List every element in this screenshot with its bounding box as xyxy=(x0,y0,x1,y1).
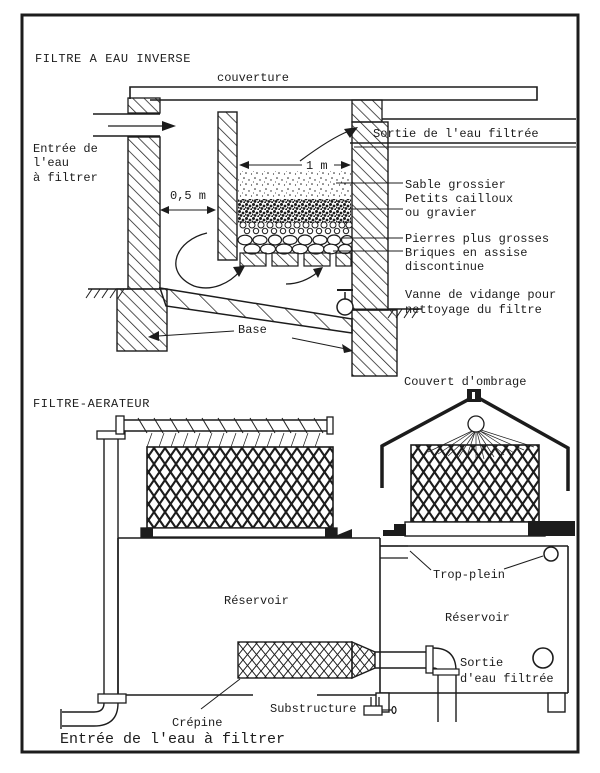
inner-wall xyxy=(217,111,238,261)
cover-label: couverture xyxy=(217,71,289,85)
sand-layer xyxy=(238,171,351,202)
base-slab xyxy=(158,287,353,334)
svg-text:Trop-plein: Trop-plein xyxy=(433,568,505,582)
spray-streams xyxy=(146,432,321,448)
tank-tap xyxy=(363,697,397,716)
ground-symbol-left xyxy=(85,288,128,299)
svg-text:d'eau filtrée: d'eau filtrée xyxy=(460,672,554,686)
circulation-arrows xyxy=(175,232,323,289)
svg-text:l'eau: l'eau xyxy=(33,156,69,170)
outlet-arrowhead xyxy=(344,127,358,138)
sprinkler xyxy=(427,415,535,460)
spray-pipe xyxy=(124,416,334,448)
spray-pipe-perforations xyxy=(137,417,324,434)
inverse-filter-diagram: FILTRE A EAU INVERSE couverture Entrée d… xyxy=(33,52,576,377)
svg-text:Vanne de vidange pour: Vanne de vidange pour xyxy=(405,288,556,302)
outlet-channel: Sortie de l'eau filtrée xyxy=(299,118,576,162)
overflow-label: Trop-plein xyxy=(409,550,544,582)
filter-media-left xyxy=(146,446,334,529)
svg-text:Pierres plus grosses: Pierres plus grosses xyxy=(405,232,549,246)
outer-wall-left xyxy=(127,136,161,290)
overflow-chute xyxy=(380,545,408,559)
outlet-label: Sortie de l'eau filtrée xyxy=(373,127,539,141)
svg-text:Base: Base xyxy=(238,323,267,337)
dimension-channel-width: 0,5 m xyxy=(160,189,216,214)
base-label: Base xyxy=(148,323,353,353)
small-stones-layer xyxy=(239,221,353,235)
chute-shadow xyxy=(330,529,352,538)
gravel-layer xyxy=(238,199,351,223)
strainer-label: Crépine xyxy=(172,678,241,730)
strainer xyxy=(237,640,376,680)
reservoir-right-label: Réservoir xyxy=(445,611,510,625)
inverse-filter-title: FILTRE A EAU INVERSE xyxy=(35,52,191,66)
svg-text:discontinue: discontinue xyxy=(405,260,484,274)
layer-labels: Sable grossier Petits cailloux ou gravie… xyxy=(333,178,556,317)
riser-pipe xyxy=(96,415,126,694)
media-support-plate-right xyxy=(383,521,575,537)
dimension-chamber-width: 1 m xyxy=(239,159,351,173)
svg-text:à filtrer: à filtrer xyxy=(33,171,98,185)
aerator-filter-diagram: FILTRE-AERATEUR xyxy=(33,375,575,748)
svg-text:Petits cailloux: Petits cailloux xyxy=(405,192,513,206)
svg-text:Crépine: Crépine xyxy=(172,716,222,730)
aerator-inlet-label: Entrée de l'eau à filtrer xyxy=(60,731,285,748)
cover-lid xyxy=(127,86,538,123)
outlet-pipe xyxy=(375,645,460,722)
shade-roof: Couvert d'ombrage xyxy=(380,375,570,491)
page-border xyxy=(20,13,580,754)
svg-text:ou gravier: ou gravier xyxy=(405,206,477,220)
filter-media-right xyxy=(410,444,540,523)
footing-right xyxy=(351,309,398,377)
brick-course xyxy=(239,252,352,267)
overflow-hole xyxy=(543,546,559,562)
wall-right xyxy=(351,121,389,311)
svg-text:1 m: 1 m xyxy=(306,159,328,173)
substructure-label: Substructure xyxy=(270,702,356,716)
aerator-title: FILTRE-AERATEUR xyxy=(33,397,150,411)
media-support-plate-left xyxy=(140,527,338,538)
filtered-outlet-label: Sortie d'eau filtrée xyxy=(460,656,554,686)
flow-arrowhead xyxy=(162,121,176,131)
svg-text:nettoyage du filtre: nettoyage du filtre xyxy=(405,303,542,317)
shade-cover-label: Couvert d'ombrage xyxy=(404,375,526,389)
reservoir-left-label: Réservoir xyxy=(224,594,289,608)
drain-hole xyxy=(532,647,554,669)
inlet-pipe xyxy=(93,113,176,137)
svg-text:Entrée de: Entrée de xyxy=(33,142,98,156)
svg-text:0,5 m: 0,5 m xyxy=(170,189,206,203)
drain-valve xyxy=(336,289,354,316)
bottom-inlet-pipe xyxy=(60,693,127,729)
outlet-arrow xyxy=(299,130,350,162)
inlet-label: Entrée de l'eau à filtrer xyxy=(33,142,98,185)
svg-text:Briques en assise: Briques en assise xyxy=(405,246,527,260)
svg-text:Sortie: Sortie xyxy=(460,656,503,670)
svg-text:Sable grossier: Sable grossier xyxy=(405,178,506,192)
footing-left xyxy=(116,288,168,352)
media-layers xyxy=(237,171,354,267)
tank-leg-right xyxy=(547,692,566,713)
